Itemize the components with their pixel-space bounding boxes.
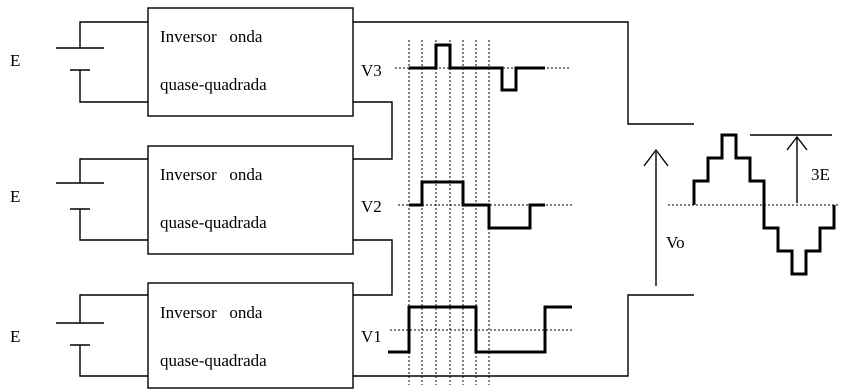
vo-label: Vo (666, 233, 685, 252)
vo-staircase-waveform (692, 133, 836, 276)
source-label-middle: E (10, 187, 20, 206)
inverter-bottom-line2: quase-quadrada (160, 351, 267, 370)
vo-arrow (643, 148, 669, 286)
battery-middle (56, 158, 148, 241)
v2-waveform (409, 180, 545, 230)
v3-label: V3 (361, 61, 382, 80)
source-label-bottom: E (10, 327, 20, 346)
source-label-top: E (10, 51, 20, 70)
inverter-box-middle (147, 145, 354, 255)
v1-label: V1 (361, 327, 382, 346)
inverter-top-line1: Inversor onda (160, 27, 263, 46)
inverter-middle-line1: Inversor onda (160, 165, 263, 184)
amplitude-label: 3E (811, 165, 830, 184)
inverter-box-bottom (147, 282, 354, 389)
battery-bottom (56, 294, 148, 377)
inverter-top-line2: quase-quadrada (160, 75, 267, 94)
inverter-middle-line2: quase-quadrada (160, 213, 267, 232)
inverter-bottom-line1: Inversor onda (160, 303, 263, 322)
v2-label: V2 (361, 197, 382, 216)
v1-waveform (388, 305, 572, 354)
v3-waveform (409, 43, 545, 92)
battery-top (56, 21, 148, 103)
series-wiring (353, 21, 694, 377)
amplitude-marker (750, 134, 832, 203)
inverter-box-top (147, 7, 354, 117)
